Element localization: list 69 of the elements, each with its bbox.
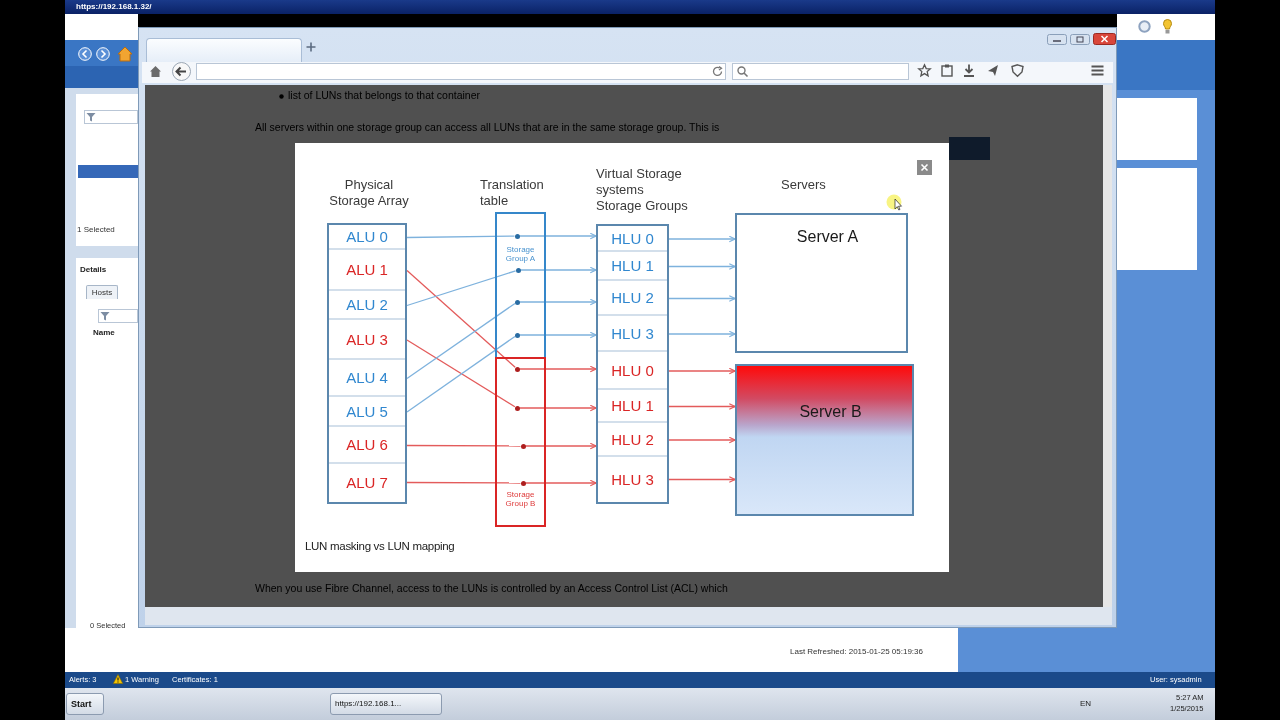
connector-line (406, 481, 522, 484)
server-box: Server B (735, 364, 914, 516)
mapping-dot (520, 443, 526, 449)
arrow (668, 367, 736, 375)
mapping-dot (514, 233, 520, 239)
arrow (519, 266, 597, 274)
lun-entry: HLU 0 (598, 226, 667, 252)
arrow (668, 263, 736, 270)
lun-entry: ALU 1 (329, 250, 405, 291)
lun-entry: ALU 6 (329, 427, 405, 464)
mapping-dot (514, 405, 520, 411)
lun-entry: ALU 2 (329, 291, 405, 320)
refresh-timestamp: Last Refreshed: 2015-01-25 05:19:36 (790, 647, 923, 657)
lun-entry: ALU 3 (329, 320, 405, 360)
column-heading: Servers (781, 177, 826, 193)
arrow (518, 232, 597, 240)
arrow (668, 436, 736, 444)
mapping-dot (514, 332, 520, 338)
mapping-dot (515, 267, 521, 273)
lun-entry: ALU 7 (329, 464, 405, 501)
column-header: Name (93, 328, 115, 338)
connector-line (406, 235, 516, 239)
paragraph-text: When you use Fibre Channel, access to the LUNs is controlled by an Access Control List (ACL) which (255, 582, 728, 595)
arrow (668, 330, 736, 338)
connector-line (406, 269, 516, 368)
lun-entry: ALU 0 (329, 225, 405, 250)
arrow (518, 404, 597, 412)
storage-group-box (495, 357, 546, 527)
lun-entry: HLU 1 (598, 390, 667, 423)
selection-count: 1 Selected (77, 225, 115, 235)
column-heading: Physical Storage Array (328, 177, 410, 209)
lun-entry: HLU 2 (598, 281, 667, 316)
language-indicator: EN (1080, 699, 1092, 709)
hosts-tab: Hosts (86, 285, 118, 299)
connector-line (406, 302, 516, 380)
arrow (518, 365, 597, 373)
connector-line (406, 444, 522, 447)
lun-entry: ALU 5 (329, 397, 405, 427)
arrow (668, 403, 736, 410)
mapping-dot (514, 299, 520, 305)
arrow (518, 331, 597, 339)
arrow (518, 298, 597, 306)
arrow (668, 295, 736, 302)
column-heading: Translation table (480, 177, 545, 209)
taskbar-button: https://192.168.1... (330, 693, 442, 715)
storage-group-box (495, 212, 546, 359)
arrow (524, 479, 597, 487)
figure-caption: LUN masking vs LUN mapping (305, 540, 455, 554)
lun-entry: HLU 3 (598, 457, 667, 502)
window-title: https://192.168.1.32/ (76, 2, 152, 12)
paragraph-text: All servers within one storage group can access all LUNs that are in the same storage group. This is (255, 121, 720, 134)
arrow (668, 235, 736, 243)
server-box: Server A (735, 213, 908, 353)
arrow (668, 476, 736, 483)
list-item-text: list of LUNs that belongs to that container (288, 89, 481, 102)
arrow (524, 442, 597, 450)
lun-entry: HLU 3 (598, 316, 667, 352)
lun-entry: HLU 2 (598, 423, 667, 457)
column-heading: Virtual Storage systems Storage Groups (596, 166, 689, 214)
group-label: Storage Group B (504, 490, 537, 508)
lun-entry: HLU 1 (598, 252, 667, 281)
group-label: Storage Group A (504, 245, 537, 263)
mapping-dot (520, 480, 526, 486)
start-button: Start (66, 693, 104, 715)
lun-entry: ALU 4 (329, 360, 405, 397)
lun-entry: HLU 0 (598, 352, 667, 390)
connector-line (406, 270, 517, 307)
mapping-dot (514, 366, 520, 372)
panel-title: Details (80, 265, 107, 275)
